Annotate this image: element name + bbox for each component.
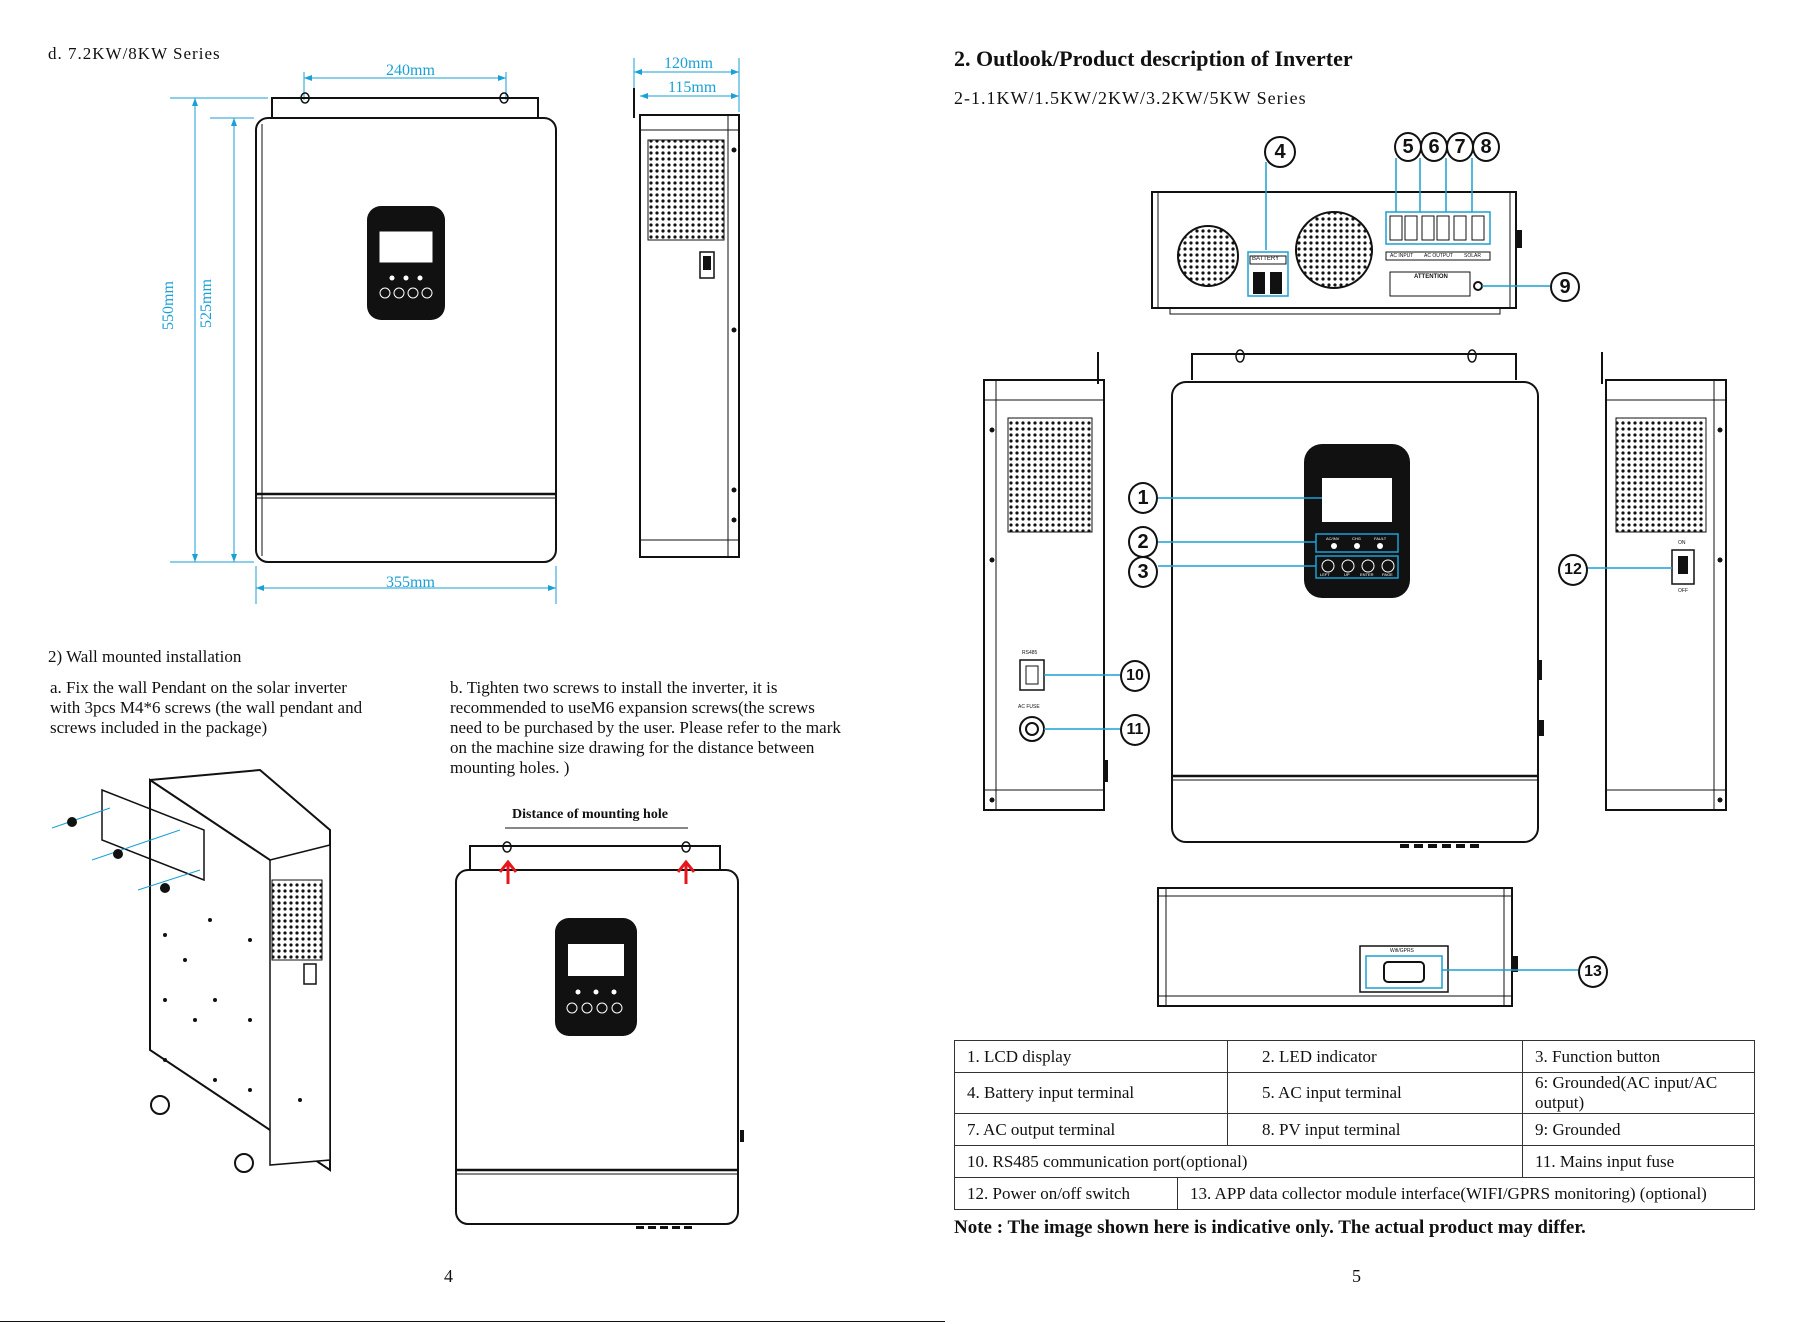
table-cell: 7. AC output terminal	[954, 1113, 1228, 1146]
page-number-right: 5	[1352, 1266, 1361, 1286]
label-rs485: RS485	[1022, 650, 1038, 656]
callout-5: 5	[1394, 132, 1422, 162]
series-subtitle: 2-1.1KW/1.5KW/2KW/3.2KW/5KW Series	[954, 88, 1307, 108]
label-ac-output: AC OUTPUT	[1424, 253, 1453, 259]
label-btn-left: LEFT	[1320, 572, 1330, 577]
hole-label: Distance of mounting hole	[512, 807, 668, 822]
callout-6: 6	[1420, 132, 1448, 162]
dim-240: 240mm	[386, 62, 435, 79]
table-cell: 1. LCD display	[954, 1040, 1228, 1073]
component-table: 1. LCD display 2. LED indicator 3. Funct…	[954, 1040, 1755, 1210]
dim-355: 355mm	[386, 574, 435, 591]
label-battery: BATTERY	[1252, 256, 1280, 262]
label-btn-page: PAGE	[1382, 572, 1393, 577]
callout-12: 12	[1558, 554, 1588, 586]
callout-1: 1	[1128, 482, 1158, 514]
section-title: 2. Outlook/Product description of Invert…	[954, 46, 1353, 71]
label-btn-enter: ENTER	[1360, 572, 1374, 577]
dim-120: 120mm	[664, 55, 713, 72]
label-on: ON	[1678, 540, 1686, 546]
series-title: d. 7.2KW/8KW Series	[48, 44, 221, 63]
callout-7: 7	[1446, 132, 1474, 162]
callout-11: 11	[1120, 714, 1150, 746]
callout-4: 4	[1264, 136, 1296, 168]
table-cell: 3. Function button	[1522, 1040, 1755, 1073]
table-row: 7. AC output terminal 8. PV input termin…	[954, 1113, 1755, 1146]
page-number-left: 4	[444, 1266, 453, 1286]
label-wifi: Wifi/GPRS	[1390, 948, 1414, 954]
install-heading: 2) Wall mounted installation	[48, 647, 242, 666]
label-attention: ATTENTION	[1414, 274, 1448, 280]
table-cell: 9: Grounded	[1522, 1113, 1755, 1146]
table-cell: 10. RS485 communication port(optional)	[954, 1145, 1523, 1178]
label-off: OFF	[1678, 588, 1688, 594]
callout-9: 9	[1550, 272, 1580, 302]
label-ac-fuse: AC FUSE	[1018, 704, 1040, 710]
callout-2: 2	[1128, 526, 1158, 558]
label-led-c: FAULT	[1374, 536, 1387, 541]
table-row: 12. Power on/off switch 13. APP data col…	[954, 1177, 1755, 1210]
step-a-text: a. Fix the wall Pendant on the solar inv…	[50, 678, 363, 737]
callout-8: 8	[1472, 132, 1500, 162]
table-cell: 2. LED indicator	[1227, 1040, 1523, 1073]
page-rule	[0, 1321, 945, 1322]
table-cell-switch: 12. Power on/off switch	[955, 1178, 1178, 1209]
dim-115: 115mm	[668, 79, 717, 96]
label-ac-input: AC INPUT	[1390, 253, 1414, 259]
step-b-text: b. Tighten two screws to install the inv…	[450, 678, 841, 777]
table-row: 10. RS485 communication port(optional) 1…	[954, 1145, 1755, 1178]
callout-3: 3	[1128, 556, 1158, 588]
table-cell: 12. Power on/off switch 13. APP data col…	[954, 1177, 1755, 1210]
callout-13: 13	[1578, 956, 1608, 988]
table-cell: 6: Grounded(AC input/AC output)	[1522, 1072, 1755, 1114]
table-cell-app: 13. APP data collector module interface(…	[1190, 1183, 1707, 1203]
label-led-a: AC/INV	[1326, 536, 1340, 541]
table-cell: 5. AC input terminal	[1227, 1072, 1523, 1114]
label-solar: SOLAR	[1464, 253, 1481, 259]
table-cell: 4. Battery input terminal	[954, 1072, 1228, 1114]
label-btn-up: UP	[1344, 572, 1350, 577]
table-row: 1. LCD display 2. LED indicator 3. Funct…	[954, 1040, 1755, 1073]
label-led-b: CHG	[1352, 536, 1361, 541]
note-text: Note : The image shown here is indicativ…	[954, 1217, 1586, 1238]
table-row: 4. Battery input terminal 5. AC input te…	[954, 1072, 1755, 1114]
table-cell: 8. PV input terminal	[1227, 1113, 1523, 1146]
table-cell: 11. Mains input fuse	[1522, 1145, 1755, 1178]
callout-10: 10	[1120, 660, 1150, 692]
